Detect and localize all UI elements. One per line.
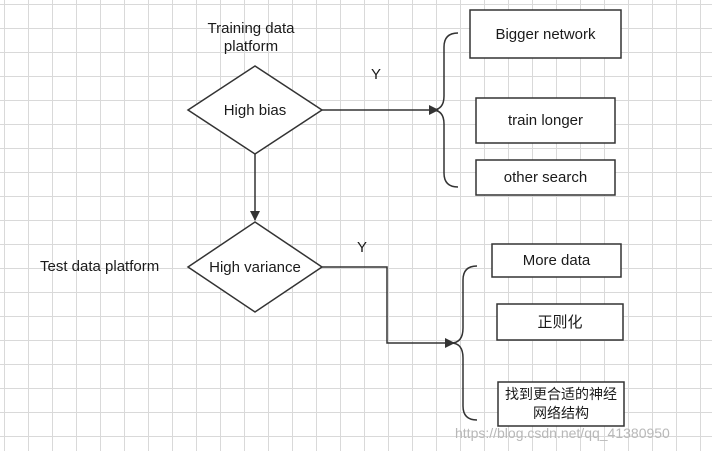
watermark: https://blog.csdn.net/qq_41380950 — [455, 425, 670, 441]
bias-yes-label: Y — [370, 66, 381, 83]
high-bias-label: High bias — [224, 102, 287, 119]
remedy-box-more-data — [491, 243, 622, 278]
high-variance-diamond — [186, 221, 324, 313]
variance-remedies-brace — [450, 265, 478, 421]
bias-remedies-brace — [431, 32, 459, 188]
high-variance-label: High variance — [209, 259, 301, 276]
remedy-train-longer: train longer — [507, 112, 584, 129]
remedy-box-other-search — [475, 159, 616, 196]
test-platform-label: Test data platform — [40, 258, 160, 275]
remedy-box-train-longer — [475, 97, 616, 144]
variance-yes-arrow — [322, 266, 455, 348]
remedy-more-data: More data — [522, 252, 591, 269]
remedy-better-architecture: 找到更合适的神经网络结构 — [505, 386, 617, 421]
remedy-bigger-network: Bigger network — [495, 25, 596, 43]
remedy-other-search: other search — [503, 169, 588, 186]
remedy-box-bigger-network — [469, 9, 622, 59]
remedy-regularization: 正则化 — [537, 313, 583, 331]
training-platform-label: Training data platform — [207, 20, 295, 55]
remedy-box-regularization — [496, 303, 624, 341]
variance-yes-label: Y — [356, 239, 367, 256]
remedy-box-better-architecture — [497, 381, 625, 427]
